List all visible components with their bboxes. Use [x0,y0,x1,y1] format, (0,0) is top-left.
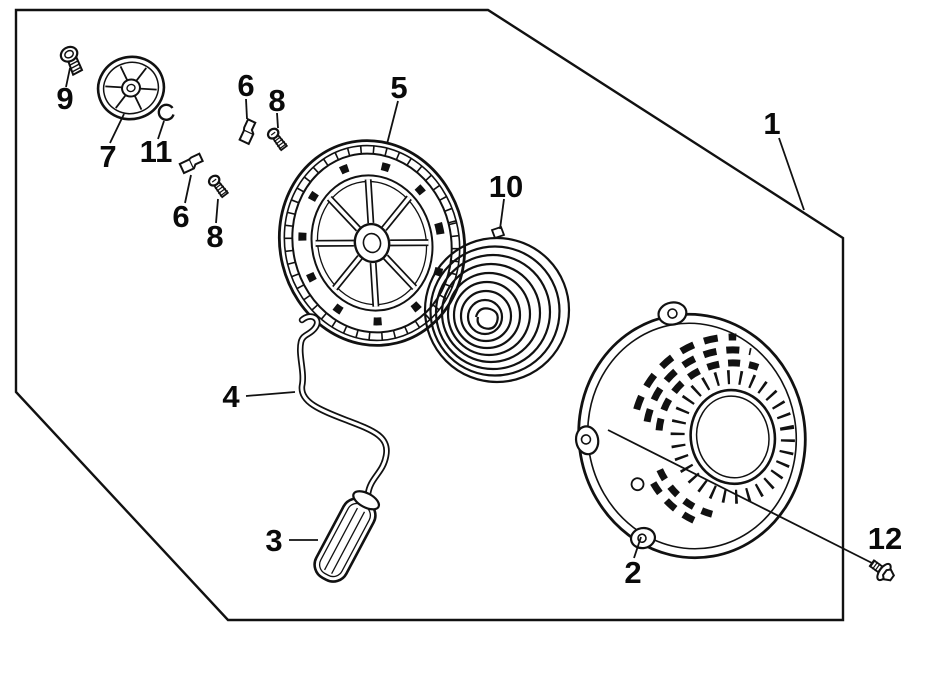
callout-2: 2 [624,555,641,590]
part-6-ratchet-upper [238,118,257,146]
callout-7: 7 [99,139,116,174]
callout-labels: 1 2 3 4 5 6 6 7 8 8 9 10 11 12 [56,68,902,590]
leader-line-12 [607,429,873,564]
part-8-screw-lower [207,174,230,199]
callout-6-lower: 6 [172,199,189,234]
leader-line-6a [245,98,248,120]
part-2-starter-housing [574,301,807,560]
part-7-friction-plate [96,55,166,121]
boundary-outline [14,8,845,622]
leader-line-4 [245,391,296,397]
part-6-ratchet-lower [178,152,204,175]
part-11-clip [157,103,175,121]
callout-5: 5 [390,70,407,105]
part-5-reel [277,139,467,347]
leader-line-2 [633,536,642,559]
part-8-screw-upper [266,127,289,152]
leader-line-11 [157,120,165,140]
leader-line-7 [109,113,125,144]
leader-line-9 [65,67,71,88]
callout-8-lower: 8 [206,219,223,254]
callout-8-upper: 8 [268,83,285,118]
part-12-flange-bolt [868,559,896,582]
callout-12: 12 [868,521,902,556]
part-4-rope [297,313,390,498]
callout-10: 10 [489,169,523,204]
callout-3: 3 [265,523,282,558]
leader-line-8b [215,198,219,224]
callout-6-upper: 6 [237,68,254,103]
callout-4: 4 [222,379,240,414]
leader-line-6b [184,174,192,204]
callout-9: 9 [56,81,73,116]
leader-lines [65,67,805,559]
callout-11: 11 [140,134,173,169]
callout-1: 1 [763,106,780,141]
leader-line-8a [276,112,279,129]
leader-line-5 [386,100,399,145]
leader-line-1 [778,137,805,211]
part-9-bolt [59,45,84,77]
leader-line-10 [499,198,505,230]
part-10-spiral-spring [423,225,571,384]
part-3-grip [313,490,381,583]
